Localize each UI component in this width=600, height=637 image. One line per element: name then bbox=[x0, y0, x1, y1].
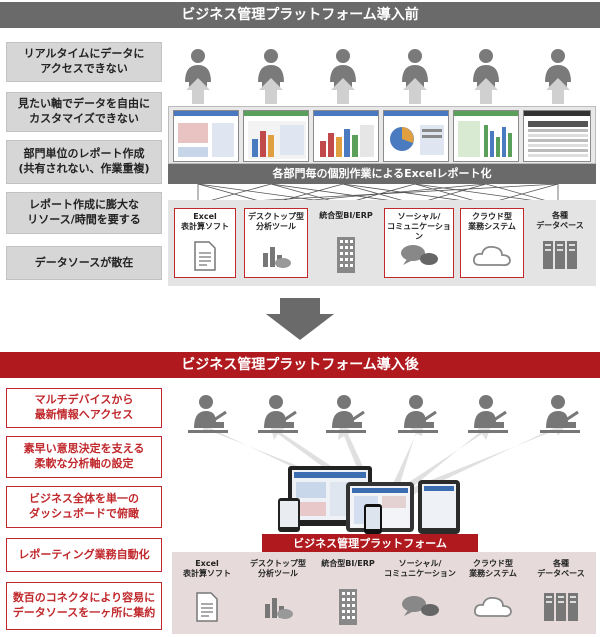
source-label: クラウド型 業務システム bbox=[469, 559, 517, 578]
source-integrated-bi-erp: 統合型BI/ERP bbox=[316, 556, 380, 630]
source-label: デスクトップ型 分析ツール bbox=[248, 212, 304, 231]
seated-person-icon bbox=[396, 393, 440, 435]
devices-icon bbox=[278, 466, 460, 534]
excel-report-screenshots bbox=[168, 106, 596, 164]
document-icon bbox=[194, 241, 216, 271]
before-data-sources-panel: Excel 表計算ソフト デスクトップ型 分析ツール 統合型BI/ERP ソーシ… bbox=[168, 200, 596, 286]
seated-person-icon bbox=[538, 393, 582, 435]
building-icon bbox=[337, 237, 355, 273]
source-social: ソーシャル/ コミュニケーション bbox=[384, 208, 454, 278]
cloud-icon bbox=[473, 596, 512, 618]
report-thumbnail bbox=[313, 110, 379, 162]
source-label: Excel 表計算ソフト bbox=[183, 559, 231, 578]
source-integrated-bi-erp: 統合型BI/ERP bbox=[314, 208, 378, 278]
benefit-flexible-analysis: 素早い意思決定を支える 柔軟な分析軸の設定 bbox=[6, 436, 162, 478]
pain-point-resource: レポート作成に膨大な リソース/時間を要する bbox=[6, 192, 162, 234]
after-title: ビジネス管理プラットフォーム導入後 bbox=[0, 352, 600, 378]
source-cloud-system: クラウド型 業務システム bbox=[460, 556, 526, 630]
chat-bubbles-icon bbox=[401, 245, 438, 265]
platform-label-bar: ビジネス管理プラットフォーム bbox=[262, 534, 478, 554]
cloud-icon bbox=[472, 245, 511, 267]
benefit-connectors: 数百のコネクタにより容易に データソースを一ヶ所に集約 bbox=[6, 582, 162, 630]
source-label: 各種 データベース bbox=[537, 559, 585, 578]
source-label: 各種 データベース bbox=[536, 211, 584, 230]
after-data-sources-panel: Excel 表計算ソフト デスクトップ型 分析ツール 統合型BI/ERP ソーシ… bbox=[172, 552, 596, 634]
benefit-multidevice: マルチデバイスから 最新情報へアクセス bbox=[6, 388, 162, 428]
before-users-group bbox=[185, 49, 571, 104]
after-users-group bbox=[186, 393, 582, 534]
report-thumbnail bbox=[523, 110, 591, 162]
pain-point-scattered: データソースが散在 bbox=[6, 246, 162, 280]
pain-point-realtime: リアルタイムにデータに アクセスできない bbox=[6, 42, 162, 82]
before-title: ビジネス管理プラットフォーム導入前 bbox=[0, 2, 600, 28]
seated-person-icon bbox=[186, 393, 230, 435]
seated-person-icon bbox=[256, 393, 300, 435]
source-excel: Excel 表計算ソフト bbox=[176, 556, 238, 630]
source-excel: Excel 表計算ソフト bbox=[174, 208, 236, 278]
seated-person-icon bbox=[324, 393, 368, 435]
source-cloud-system: クラウド型 業務システム bbox=[460, 208, 524, 278]
pain-point-department: 部門単位のレポート作成 (共有されない、作業重複) bbox=[6, 140, 162, 184]
source-label: デスクトップ型 分析ツール bbox=[250, 559, 306, 578]
source-databases: 各種 データベース bbox=[530, 556, 592, 630]
pain-point-customize: 見たい軸でデータを自由に カスタマイズできない bbox=[6, 92, 162, 132]
server-icon bbox=[544, 593, 578, 621]
benefit-single-dashboard: ビジネス全体を単一の ダッシュボードで俯瞰 bbox=[6, 486, 162, 528]
seated-person-icon bbox=[466, 393, 510, 435]
source-desktop-analytics: デスクトップ型 分析ツール bbox=[244, 208, 308, 278]
excel-report-band: 各部門毎の個別作業によるExcelレポート化 bbox=[168, 164, 596, 184]
chart-icon bbox=[263, 247, 291, 268]
document-icon bbox=[196, 592, 218, 622]
report-thumbnail bbox=[243, 110, 309, 162]
source-databases: 各種 データベース bbox=[530, 208, 590, 278]
transition-down-arrow-icon bbox=[266, 298, 334, 340]
chat-bubbles-icon bbox=[402, 596, 439, 616]
source-label: クラウド型 業務システム bbox=[468, 212, 516, 231]
source-label: ソーシャル/ コミュニケーション bbox=[387, 212, 451, 241]
source-label: 統合型BI/ERP bbox=[321, 559, 375, 568]
source-label: ソーシャル/ コミュニケーション bbox=[384, 559, 456, 578]
source-social: ソーシャル/ コミュニケーション bbox=[384, 556, 456, 630]
report-thumbnail bbox=[383, 110, 449, 162]
benefit-automation: レポーティング業務自動化 bbox=[6, 538, 162, 572]
report-thumbnail bbox=[453, 110, 519, 162]
source-desktop-analytics: デスクトップ型 分析ツール bbox=[244, 556, 312, 630]
server-icon bbox=[543, 241, 577, 269]
building-icon bbox=[339, 589, 357, 625]
source-label: Excel 表計算ソフト bbox=[181, 212, 229, 231]
chart-icon bbox=[265, 598, 293, 619]
source-label: 統合型BI/ERP bbox=[319, 211, 373, 220]
report-thumbnail bbox=[173, 110, 239, 162]
